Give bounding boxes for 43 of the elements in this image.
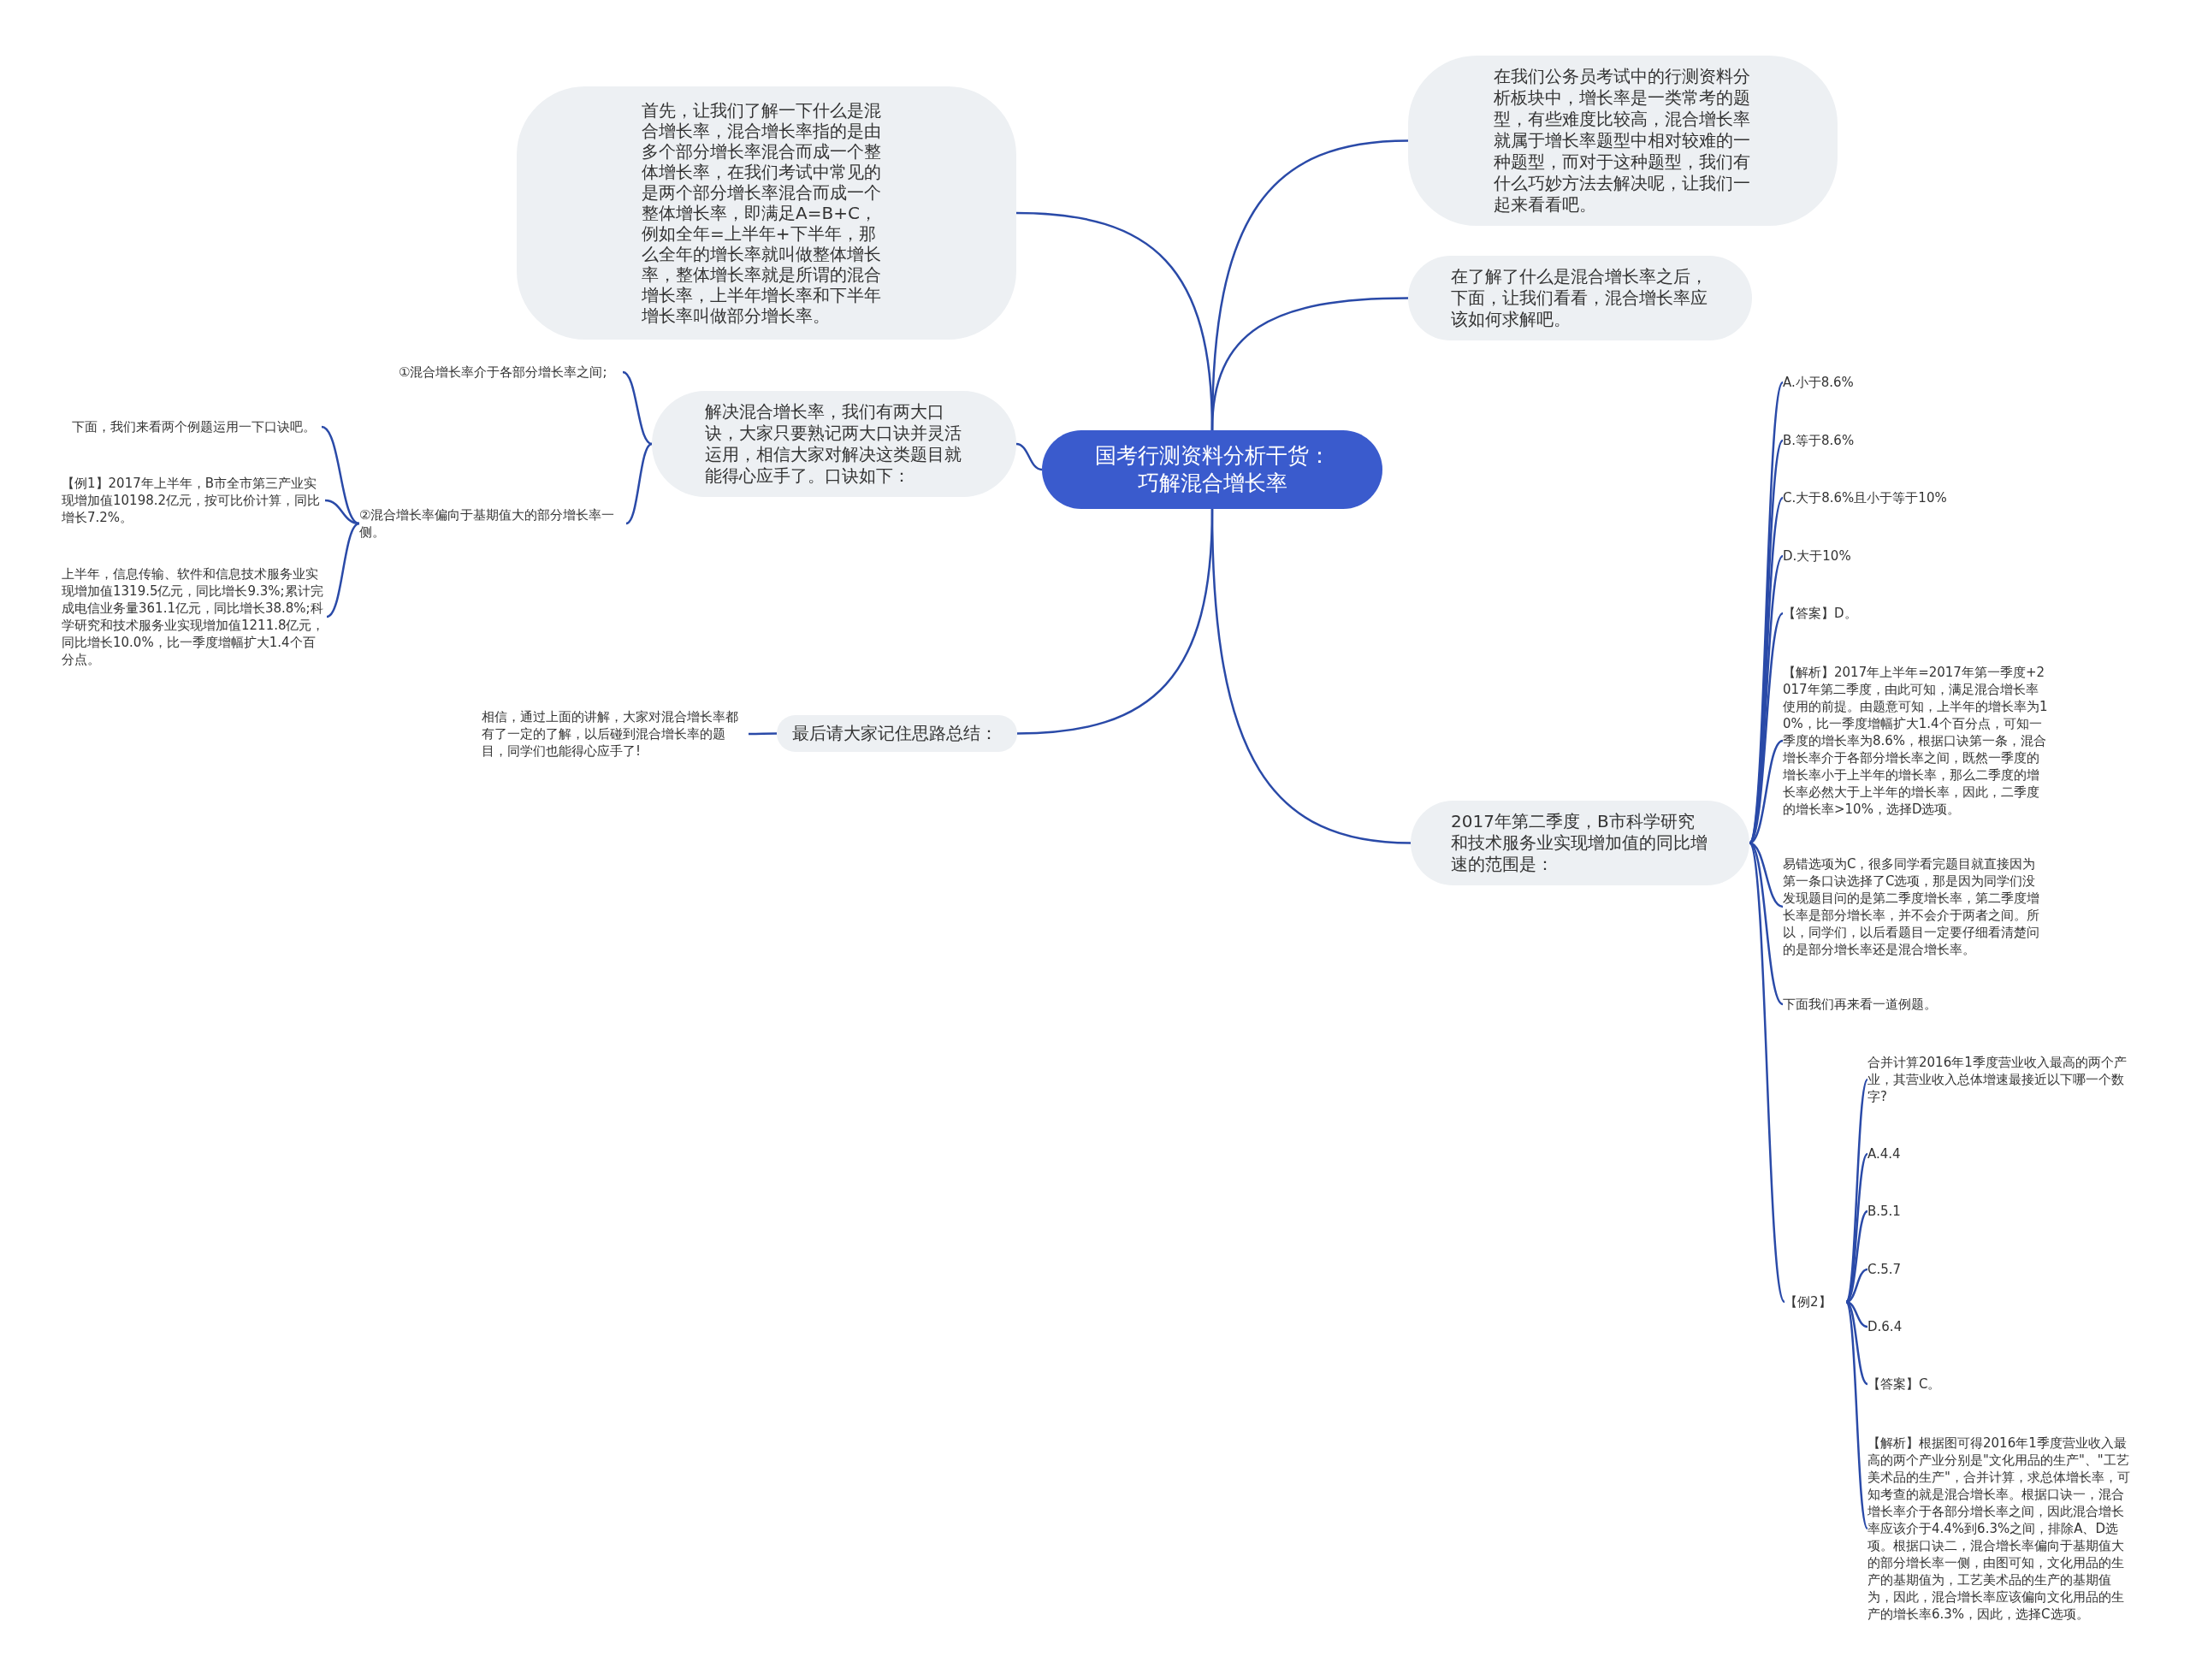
note-text: 【解析】根据图可得2016年1季度营业收入最高的两个产业分别是"文化用品的生产"、"工艺美术品的生产"，合并计算，求总体增长率，可知考查的就是混合增长率。根据口诀一，混合增长率介于各部分增长率之间，因此混合增长率应该介于4.4%到6.3%之间，排除A、D选项。根据口诀二，混合增长率偏向于基期值大的部分增长率一侧，由图可知，文化用品的生产的基期值为，工艺美术品的生产的基期值为，因此，混合增长率应该偏向文化用品的生产的增长率6.3%，因此，选择C选项。 (1867, 1435, 2134, 1623)
connector-line (326, 522, 360, 618)
note-text: 【解析】2017年上半年=2017年第一季度+2017年第二季度，由此可知，满足混合增长率使用的前提。由题意可知，上半年的增长率为10%，比一季度增幅扩大1.4个百分点，可知一季度的增长率为8.6%，根据口诀第一条，混合增长率介于各部分增长率之间，既然一季度的增长率小于上半年的增长率，那么二季度的增长率必然大于上半年的增长率，因此，二季度的增长率>10%，选择D选项。 (1783, 664, 2048, 818)
connector-line (1015, 442, 1043, 471)
central-topic: 国考行测资料分析干货：巧解混合增长率 (1042, 430, 1382, 509)
note-text: D.6.4 (1867, 1318, 2134, 1335)
note-text: 上半年，信息传输、软件和信息技术服务业实现增加值1319.5亿元，同比增长9.3%;累计完成电信业务量361.1亿元，同比增长38.8%;科学研究和技术服务业实现增加值1211.8亿元，同比增长10.0%，比一季度增幅扩大1.4个百分点。 (62, 565, 327, 668)
topic-bubble: 在了解了什么是混合增长率之后，下面，让我们看看，混合增长率应该如何求解吧。 (1408, 256, 1752, 340)
connector-line (1748, 843, 1786, 1303)
connector-line (1845, 1268, 1868, 1304)
topic-bubble: 在我们公务员考试中的行测资料分析板块中，增长率是一类常考的题型，有些难度比较高，混合增长率就属于增长率题型中相对较难的一种题型，而对于这种题型，我们有什么巧妙方法去解决呢，让我们一起来看看吧。 (1408, 56, 1838, 226)
note-text: 【例1】2017年上半年，B市全市第三产业实现增加值10198.2亿元，按可比价计算，同比增长7.2%。 (62, 475, 325, 526)
note-text: ②混合增长率偏向于基期值大的部分增长率一侧。 (359, 506, 626, 541)
note-text: B.等于8.6% (1783, 432, 2057, 449)
note-text: 下面我们再来看一道例题。 (1783, 996, 2057, 1013)
note-text: C.5.7 (1867, 1261, 2134, 1278)
connector-line (321, 425, 360, 525)
connector-line (625, 442, 653, 525)
note-text: 【例2】 (1785, 1293, 1846, 1310)
connector-line (1845, 1300, 1868, 1328)
topic-bubble: 解决混合增长率，我们有两大口诀，大家只要熟记两大口诀并灵活运用，相信大家对解决这类题目就能得心应手了。口诀如下： (652, 391, 1016, 497)
connector-line (1844, 1301, 1869, 1529)
note-text: B.5.1 (1867, 1203, 2134, 1220)
connector-line (1210, 297, 1409, 431)
connector-line (1845, 1300, 1868, 1386)
topic-bubble: 最后请大家记住思路总结： (777, 715, 1017, 752)
note-text: ①混合增长率介于各部分增长率之间; (399, 364, 623, 381)
connector-line (622, 370, 653, 446)
note-text: 合并计算2016年1季度营业收入最高的两个产业，其营业收入总体增速最接近以下哪一个数字? (1867, 1054, 2134, 1105)
note-text: 【答案】C。 (1867, 1375, 2134, 1393)
note-text: 易错选项为C，很多同学看完题目就直接因为第一条口诀选择了C选项，那是因为同学们没发现题目问的是第二季度增长率，第二季度增长率是部分增长率，并不会介于两者之间。所以，同学们，以后看题目一定要仔细看清楚问的是部分增长率还是混合增长率。 (1783, 855, 2048, 958)
note-text: 【答案】D。 (1783, 605, 2057, 622)
note-text: A.4.4 (1867, 1145, 2134, 1162)
note-text: A.小于8.6% (1783, 374, 2057, 391)
note-text: 相信，通过上面的讲解，大家对混合增长率都有了一定的了解，以后碰到混合增长率的题目，同学们也能得心应手了! (482, 708, 749, 760)
connector-line (749, 732, 777, 736)
note-text: 下面，我们来看两个例题运用一下口诀吧。 (72, 418, 322, 435)
topic-bubble: 2017年第二季度，B市科学研究和技术服务业实现增加值的同比增速的范围是： (1411, 801, 1749, 885)
connector-line (1845, 1153, 1868, 1303)
topic-bubble: 首先，让我们了解一下什么是混合增长率，混合增长率指的是由多个部分增长率混合而成一个整体增长率，在我们考试中常见的是两个部分增长率混合而成一个整体增长率，即满足A=B+C，例如全年=上半年+下半年，那么全年的增长率就叫做整体增长率，整体增长率就是所谓的混合增长率，上半年增长率和下半年增长率叫做部分增长率。 (517, 86, 1016, 340)
note-text: C.大于8.6%且小于等于10% (1783, 489, 2057, 506)
connector-line (1210, 508, 1412, 844)
note-text: D.大于10% (1783, 547, 2057, 565)
